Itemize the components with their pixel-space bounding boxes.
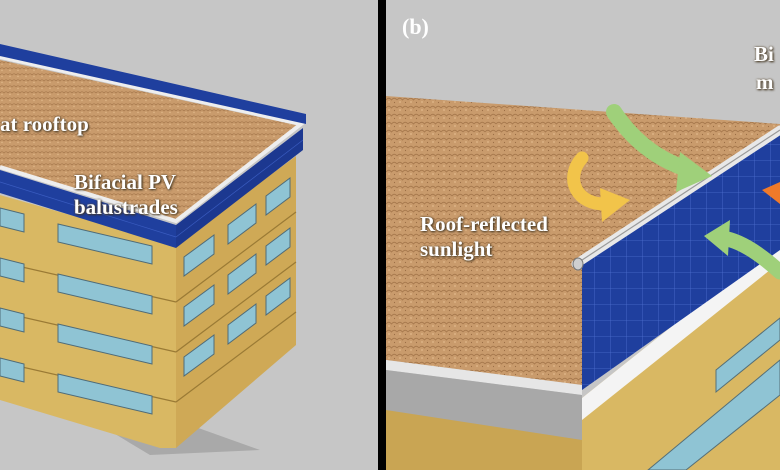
bifacial-pv-balustrades-label: Bifacial PV balustrades	[74, 170, 178, 219]
panel-a: at rooftop Bifacial PV balustrades	[0, 0, 378, 470]
side-floor-lines	[175, 211, 297, 403]
pv-balustrade-panel	[582, 130, 780, 390]
curved-arrow-icon	[567, 151, 615, 211]
bifacial-label-cut-2: m	[756, 70, 774, 94]
panel-b: (b) Bi m Roof-reflected sunlight	[386, 0, 780, 470]
lower-wall	[386, 410, 582, 470]
panel-letter: (b)	[402, 14, 429, 39]
handrail-end-cap	[572, 257, 584, 271]
roof-rim	[0, 55, 306, 224]
pv-balustrade-front	[0, 170, 176, 248]
side-facade	[176, 156, 296, 448]
curved-arrow-icon	[762, 182, 780, 204]
building-illustration	[0, 44, 306, 455]
handrail-shade	[575, 129, 780, 265]
bifacial-label-cut-1: Bi	[754, 42, 774, 66]
rooftop-closeup-illustration	[386, 96, 780, 470]
rooftop-label: at rooftop	[0, 112, 89, 136]
facade-windows	[647, 317, 780, 470]
pv-balustrade-side	[176, 128, 303, 248]
side-windows	[183, 177, 291, 377]
roof-edge-top	[386, 360, 582, 395]
pv-grid-lines	[0, 139, 304, 238]
curved-arrow-icon	[676, 152, 712, 192]
roof-reflected-sunlight-label: Roof-reflected sunlight	[420, 212, 548, 261]
curved-arrow-icon	[600, 188, 630, 222]
curved-arrow-icon	[704, 220, 730, 256]
pv-balustrade-back	[0, 44, 306, 124]
front-windows	[0, 207, 153, 415]
